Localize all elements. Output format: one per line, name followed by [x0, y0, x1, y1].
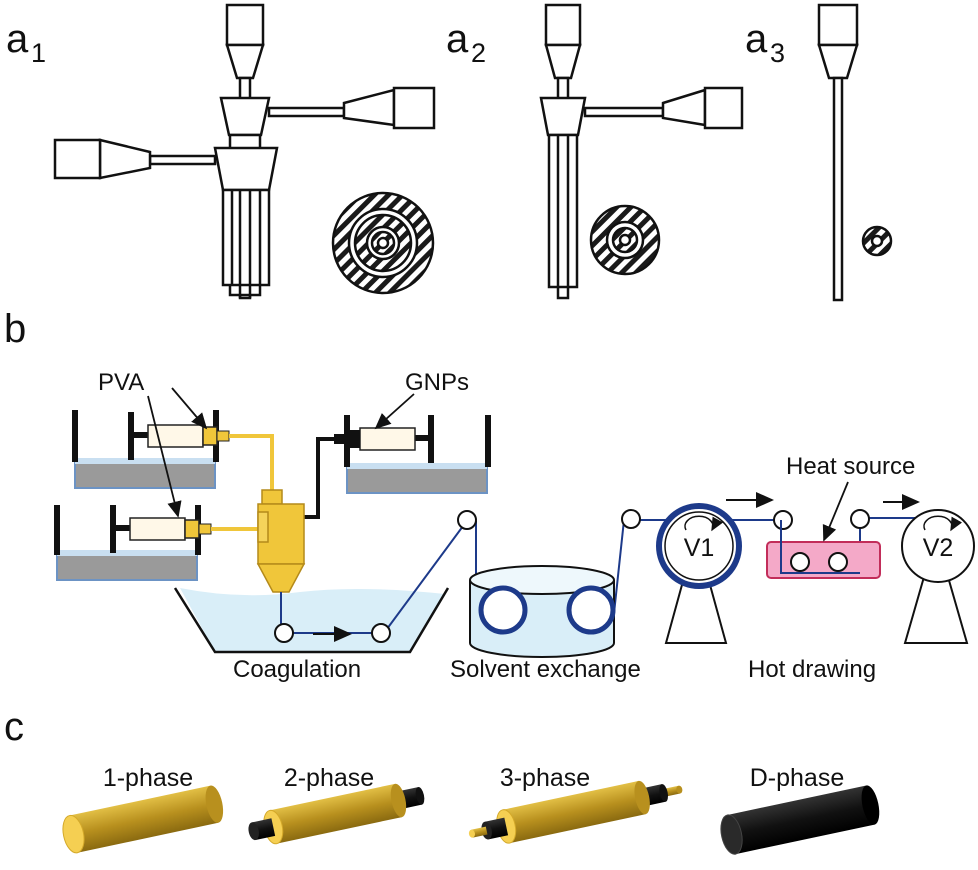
syringe-pump-gnps [334, 415, 491, 494]
single-needle [817, 3, 859, 302]
svg-text:2: 2 [471, 38, 486, 68]
svg-text:a: a [446, 17, 469, 61]
triaxial-spinneret [53, 3, 436, 300]
svg-text:1: 1 [31, 38, 46, 68]
pva-leader-2 [147, 395, 182, 518]
panel-a3-label: a 3 [745, 17, 785, 68]
pva-tubing [211, 434, 274, 531]
panel-a2-label: a 2 [446, 17, 486, 68]
fiber-3-phase [468, 780, 683, 844]
fiber-d-label: D-phase [750, 764, 845, 792]
single-cross-section [861, 225, 893, 257]
coaxial-spinneret [539, 3, 744, 300]
triaxial-cross-section [331, 191, 435, 295]
fiber-3-label: 3-phase [500, 764, 590, 792]
fiber-2-label: 2-phase [284, 764, 374, 792]
roller-v2: V2 [901, 509, 975, 644]
svg-text:a: a [745, 17, 768, 61]
gnps-tubing [302, 437, 334, 519]
svg-text:3: 3 [770, 38, 785, 68]
guide-rollers [274, 509, 870, 643]
heat-source [766, 520, 881, 579]
syringe-pump-top-left [72, 410, 230, 489]
coagulation-label: Coagulation [233, 656, 361, 683]
solvent-exchange-label: Solvent exchange [450, 656, 641, 683]
spinning-nozzle [256, 489, 306, 593]
pva-leader-1 [171, 387, 208, 430]
pva-label: PVA [98, 369, 144, 396]
v2-label: V2 [923, 534, 954, 562]
panel-b-label: b [4, 307, 26, 351]
roller-v1: V1 [656, 503, 742, 644]
fiber-1-phase [62, 785, 224, 854]
panel-c-label: c [4, 705, 24, 749]
hot-drawing-label: Hot drawing [748, 656, 876, 683]
gnps-label: GNPs [405, 369, 469, 396]
svg-text:a: a [6, 17, 29, 61]
fiber-1-label: 1-phase [103, 764, 193, 792]
fiber-d-phase [720, 785, 880, 855]
solvent-exchange-bath [469, 565, 616, 658]
coagulation-bath [173, 587, 450, 654]
syringe-pump-bottom-left [54, 505, 212, 581]
gnps-leader [374, 393, 415, 430]
panel-a1-label: a 1 [6, 17, 46, 68]
coaxial-cross-section [589, 204, 661, 276]
v1-label: V1 [684, 534, 715, 562]
heat-source-label: Heat source [786, 453, 915, 480]
fiber-2-phase [248, 783, 425, 845]
heat-source-leader [822, 481, 849, 542]
